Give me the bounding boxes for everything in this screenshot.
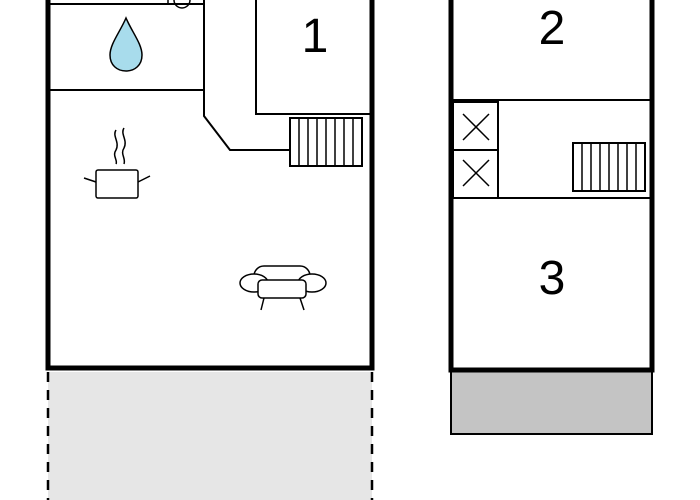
room-1-label: 1: [302, 10, 329, 63]
room-3-label: 3: [539, 252, 566, 305]
sofa-icon: [239, 265, 327, 311]
upper-outer-wall: [448, 0, 655, 373]
closet-icon: [452, 101, 499, 199]
ground-floor: 1: [45, 0, 375, 500]
fixture-arc: [173, 0, 191, 9]
room-2-label: 2: [539, 2, 566, 55]
terrace-area: [48, 372, 372, 500]
corridor-wall: [203, 90, 290, 151]
staircase-icon: [572, 142, 646, 192]
ground-outer-wall: [45, 0, 375, 371]
staircase-icon: [289, 117, 363, 167]
upper-floor: 2 3: [448, 0, 655, 435]
water-drop-icon: [109, 16, 143, 72]
cooking-pot-icon: [83, 127, 151, 199]
balcony-area: [450, 369, 653, 435]
room-1-wall: [255, 0, 372, 115]
